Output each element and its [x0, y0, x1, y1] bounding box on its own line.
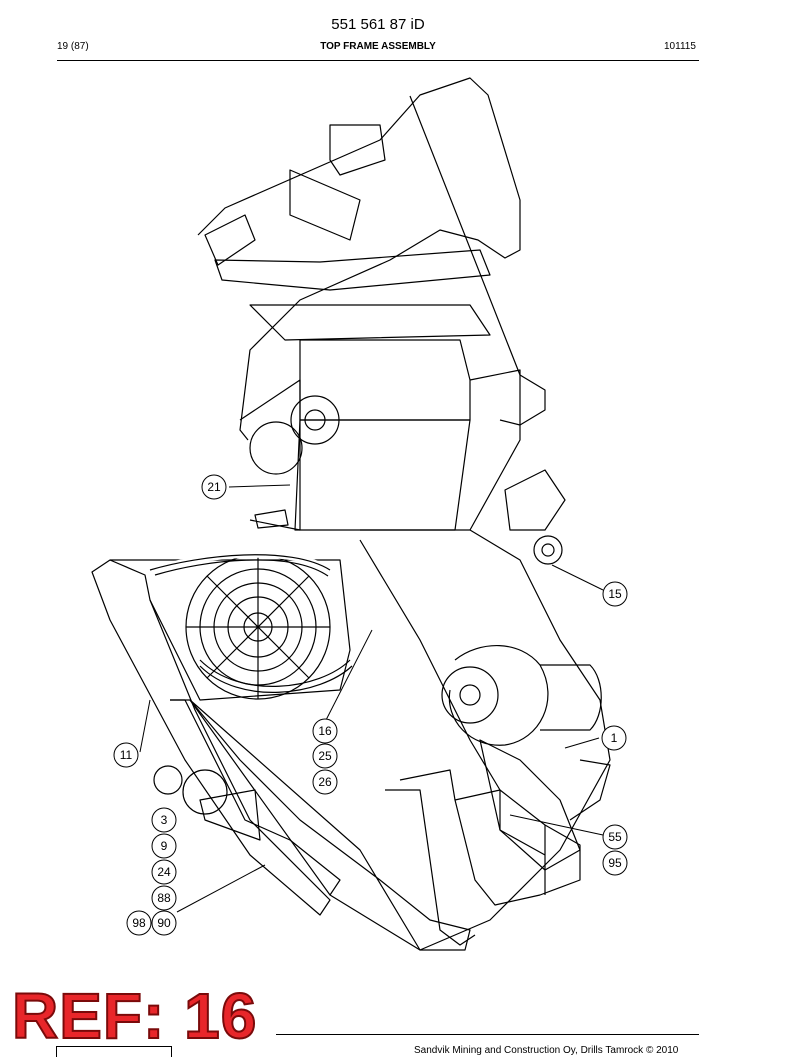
callout-11-label: 11 — [120, 748, 133, 762]
callout-95-label: 95 — [608, 856, 622, 870]
ref-stamp: REF: 16 — [11, 980, 258, 1052]
callout-24-label: 24 — [157, 865, 171, 879]
callout-55: 55 — [602, 824, 628, 850]
callout-95: 95 — [602, 850, 628, 876]
callout-55-label: 55 — [608, 830, 622, 844]
callout-16-label: 16 — [318, 724, 332, 738]
callout-90: 90 — [151, 910, 177, 936]
callout-88: 88 — [151, 885, 177, 911]
footer-rule — [276, 1034, 699, 1035]
callout-25: 25 — [312, 743, 338, 769]
footer-copyright: Sandvik Mining and Construction Oy, Dril… — [414, 1045, 679, 1056]
page-title: TOP FRAME ASSEMBLY — [320, 41, 436, 52]
callout-90-label: 90 — [157, 916, 171, 930]
callout-98: 98 — [126, 910, 152, 936]
header-rule — [57, 60, 699, 61]
callout-25-label: 25 — [318, 749, 332, 763]
callout-21-label: 21 — [207, 480, 221, 494]
date-code: 101115 — [664, 41, 696, 52]
callout-15-label: 15 — [608, 587, 622, 601]
frame-linework — [91, 77, 611, 951]
callout-11: 11 — [113, 742, 139, 768]
doc-number: 551 561 87 iD — [331, 16, 425, 33]
callout-26-label: 26 — [318, 775, 332, 789]
callout-88-label: 88 — [157, 891, 171, 905]
callout-9: 9 — [151, 833, 177, 859]
callout-24: 24 — [151, 859, 177, 885]
callout-3: 3 — [151, 807, 177, 833]
callout-98-label: 98 — [132, 916, 146, 930]
callout-3-label: 3 — [161, 813, 168, 827]
callout-1-label: 1 — [611, 731, 618, 745]
callout-1: 1 — [601, 725, 627, 751]
callout-15: 15 — [602, 581, 628, 607]
brand-logo — [56, 1046, 172, 1057]
callout-26: 26 — [312, 769, 338, 795]
page-reference: 19 (87) — [57, 41, 89, 52]
callout-16: 16 — [312, 718, 338, 744]
callout-21: 21 — [201, 474, 227, 500]
callout-9-label: 9 — [161, 839, 168, 853]
leader-lines — [139, 484, 604, 913]
